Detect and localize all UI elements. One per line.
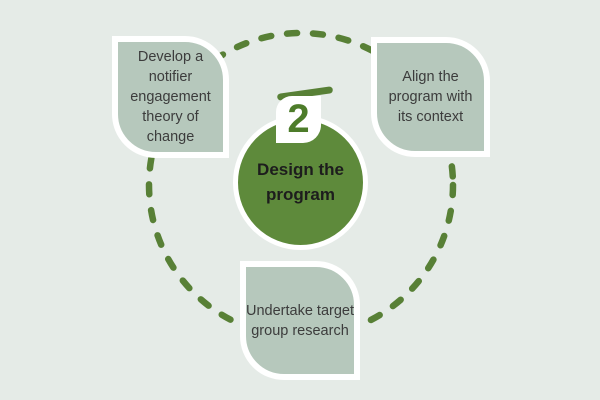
node-develop-theory: Develop a notifier engagement theory of … bbox=[112, 36, 229, 158]
node-align-context-label: Align the program with its context bbox=[388, 69, 473, 125]
node-target-research: Undertake target group research bbox=[240, 261, 360, 380]
node-target-research-label: Undertake target group research bbox=[246, 302, 355, 339]
center-circle-label: Design the program bbox=[257, 159, 344, 204]
step-number-badge: 2 bbox=[276, 96, 321, 143]
step-number: 2 bbox=[287, 96, 310, 141]
node-align-context: Align the program with its context bbox=[371, 37, 490, 157]
node-develop-theory-label: Develop a notifier engagement theory of … bbox=[130, 49, 211, 145]
